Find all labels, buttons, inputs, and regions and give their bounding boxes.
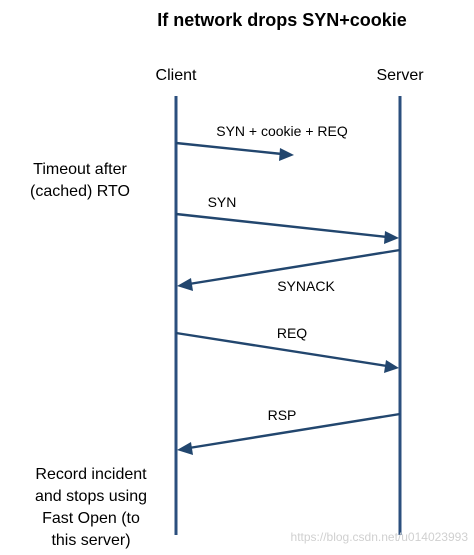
message-arrowhead-syn-cookie-req: [279, 148, 294, 161]
message-label-synack: SYNACK: [277, 278, 335, 294]
message-label-rsp: RSP: [268, 407, 297, 423]
record-note-line-4: this server): [51, 532, 130, 549]
message-arrowhead-rsp: [177, 442, 193, 455]
timeout-note-line-2: (cached) RTO: [30, 183, 130, 200]
message-arrow-syn: [175, 212, 388, 239]
message-arrow-req: [175, 331, 388, 368]
message-arrowhead-syn: [384, 231, 399, 244]
message-arrow-syn-cookie-req: [175, 141, 283, 156]
record-note-line-3: Fast Open (to: [42, 510, 140, 527]
message-label-syn-cookie-req: SYN + cookie + REQ: [216, 123, 348, 139]
timeout-note-line-1: Timeout after: [33, 161, 127, 178]
record-note-line-2: and stops using: [35, 488, 147, 505]
client-label: Client: [156, 67, 197, 84]
watermark: https://blog.csdn.net/u014023993: [291, 530, 469, 544]
message-label-req: REQ: [277, 325, 307, 341]
message-arrowhead-synack: [177, 278, 193, 291]
server-label: Server: [376, 67, 424, 84]
record-note-line-1: Record incident: [35, 466, 147, 483]
message-arrowhead-req: [384, 360, 399, 373]
diagram-title: If network drops SYN+cookie: [157, 10, 407, 30]
message-arrow-rsp: [188, 412, 401, 450]
message-label-syn: SYN: [208, 194, 237, 210]
message-arrow-synack: [188, 248, 401, 286]
